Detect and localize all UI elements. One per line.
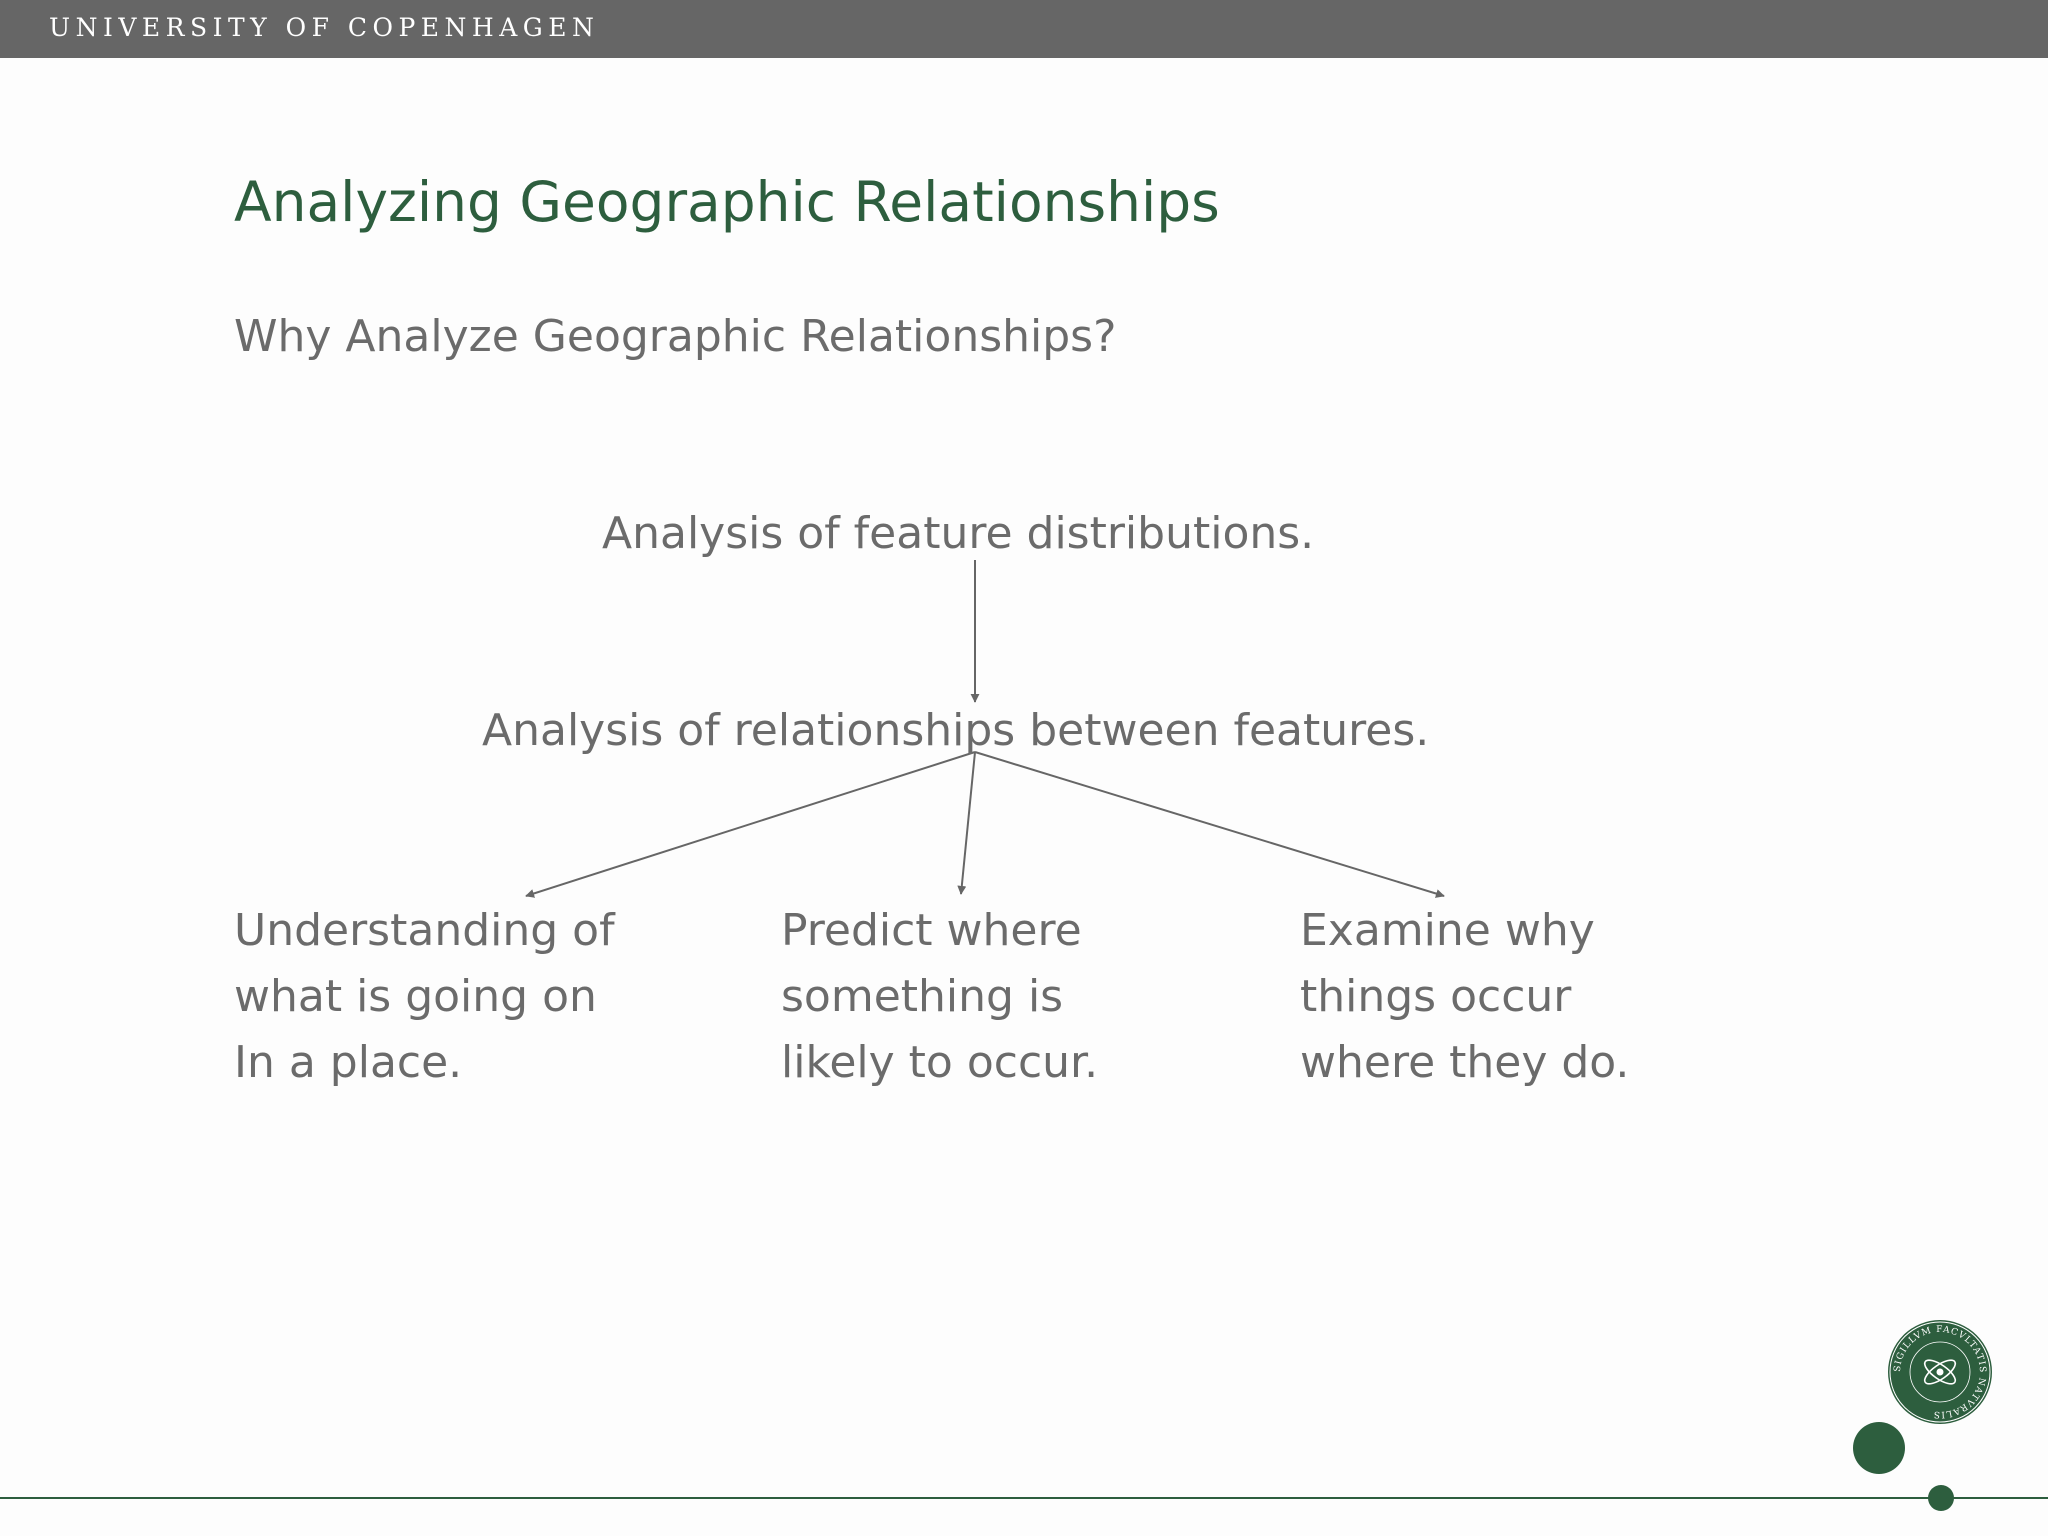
page-title: Analyzing Geographic Relationships [234,170,1220,234]
arrow-middle-to-leaf-3 [974,751,1445,898]
leaf-line: Predict where [781,905,1082,956]
diagram-top-node: Analysis of feature distributions. [602,508,1315,559]
leaf-line: Understanding of [234,905,615,956]
arrow-middle-to-leaf-2 [957,751,976,895]
footer-line [0,1497,2048,1499]
diagram-middle-node: Analysis of relationships between featur… [482,705,1430,756]
leaf-line: something is [781,971,1064,1022]
decorative-dot-small [1928,1485,1954,1511]
diagram-leaf-examine: Examine why things occur where they do. [1300,898,1629,1096]
leaf-line: where they do. [1300,1037,1630,1088]
faculty-seal-icon: SIGILLVM FACVLTATIS NATVRALIS [1888,1320,1992,1424]
leaf-line: what is going on [234,971,597,1022]
leaf-line: things occur [1300,971,1572,1022]
university-name: UNIVERSITY OF COPENHAGEN [49,13,600,42]
diagram-leaf-predict: Predict where something is likely to occ… [781,898,1098,1096]
diagram-leaf-understanding: Understanding of what is going on In a p… [234,898,615,1096]
leaf-line: In a place. [234,1037,463,1088]
decorative-dot-large [1853,1422,1905,1474]
header-bar: UNIVERSITY OF COPENHAGEN [0,0,2048,58]
leaf-line: Examine why [1300,905,1595,956]
leaf-line: likely to occur. [781,1037,1099,1088]
arrow-middle-to-leaf-1 [525,751,976,898]
slide-subtitle: Why Analyze Geographic Relationships? [234,311,1117,362]
